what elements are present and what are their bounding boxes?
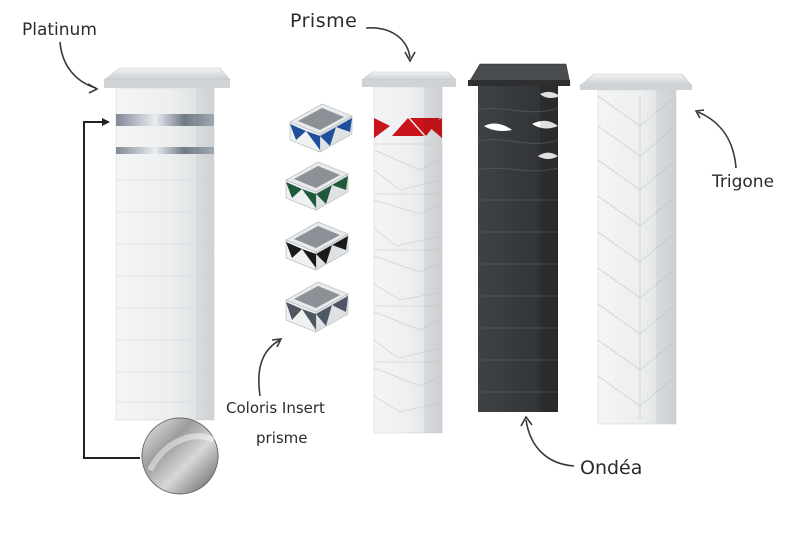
arrow-ondea	[520, 415, 575, 467]
arrow-coloris	[258, 338, 283, 397]
arrow-trigone	[694, 109, 737, 169]
platinum-connector	[83, 118, 140, 459]
arrow-platinum	[59, 41, 99, 94]
label-prisme: Prisme	[290, 10, 358, 32]
insert-sample-green	[285, 161, 349, 211]
label-platinum: Platinum	[22, 20, 97, 40]
label-trigone: Trigone	[712, 172, 775, 192]
prisme-pillar	[361, 71, 457, 434]
label-coloris-prisme: prisme	[256, 429, 308, 447]
insert-sample-grey	[285, 281, 349, 333]
label-ondea: Ondéa	[580, 457, 643, 479]
insert-sample-black	[285, 221, 349, 271]
label-coloris-insert: Coloris Insert	[226, 399, 325, 417]
arrow-prisme	[365, 27, 416, 63]
trigone-pillar	[579, 73, 693, 425]
steel-sample-disc	[141, 417, 219, 495]
insert-sample-blue	[289, 103, 353, 153]
platinum-pillar	[103, 67, 231, 421]
ondea-pillar	[467, 63, 571, 412]
